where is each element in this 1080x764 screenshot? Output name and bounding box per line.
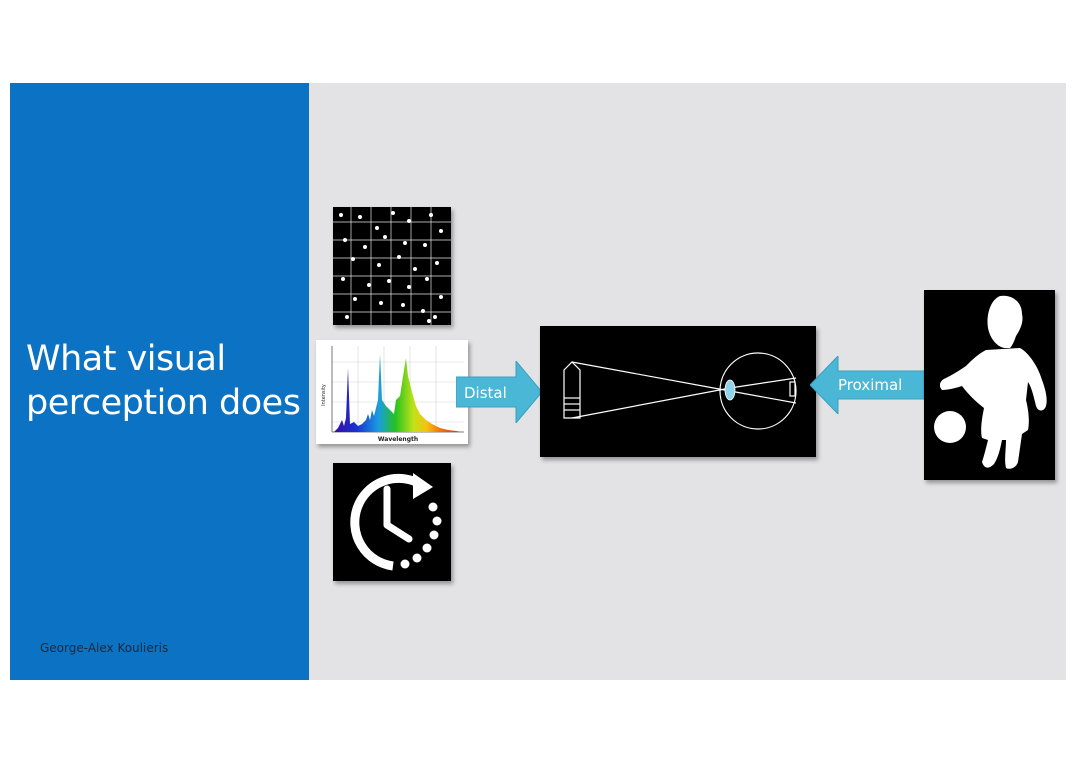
author-credit: George-Alex Koulieris <box>40 641 169 655</box>
slide-title: What visual perception does <box>26 337 306 425</box>
spectrum-icon: Intensity Wavelength <box>316 340 468 444</box>
clock-rotate-icon <box>333 463 451 581</box>
slide-title-line1: What visual <box>26 339 226 379</box>
left-title-panel: What visual perception does George-Alex … <box>10 83 309 680</box>
slide-title-line2: perception does <box>26 383 301 423</box>
proximal-label: Proximal <box>838 376 902 394</box>
distal-arrow: Distal <box>456 361 542 423</box>
proximal-arrow: Proximal <box>810 356 924 414</box>
clock-image <box>333 463 451 581</box>
child-silhouette-image <box>924 290 1055 480</box>
spectrum-chart-image: Intensity Wavelength <box>316 340 468 444</box>
spectrum-x-label: Wavelength <box>378 436 418 443</box>
distal-label: Distal <box>464 384 507 402</box>
dot-grid-image <box>333 207 451 325</box>
slide: What visual perception does George-Alex … <box>10 83 1066 680</box>
eye-diagram-icon <box>540 326 816 457</box>
spectrum-y-label: Intensity <box>321 384 327 406</box>
dot-grid-icon <box>333 207 451 325</box>
child-silhouette-icon <box>924 290 1055 480</box>
eye-diagram-image <box>540 326 816 457</box>
